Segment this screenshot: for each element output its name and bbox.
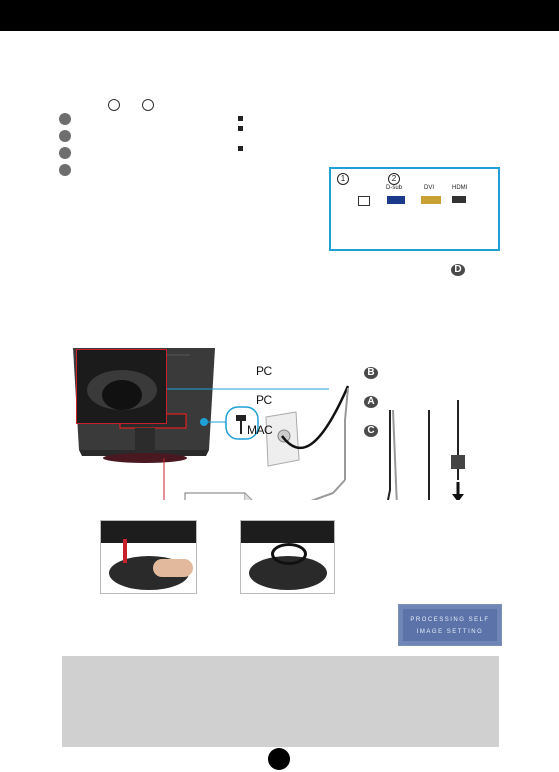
port-group-number-2: 2 <box>388 173 400 185</box>
cable-tidy-photo-1 <box>100 520 197 594</box>
step-dot-1 <box>59 113 71 125</box>
cable-tidy-photo-2 <box>240 520 335 594</box>
screen-message-line-1: PROCESSING SELF <box>410 617 490 623</box>
bullet-2 <box>238 126 243 131</box>
note-box <box>62 656 499 747</box>
page-number-badge <box>268 748 290 770</box>
cable-badge-c: C <box>364 425 378 437</box>
step-dot-4 <box>59 164 71 176</box>
screen-message-line-2: IMAGE SETTING <box>416 629 484 635</box>
processing-self-image-setting-screen: PROCESSING SELF IMAGE SETTING <box>398 604 502 646</box>
header-bar <box>0 0 559 31</box>
cable-holder-photo <box>76 349 167 424</box>
step-dot-3 <box>59 147 71 159</box>
circle-marker-2 <box>142 99 154 111</box>
pc-label-1: PC <box>256 364 272 378</box>
port-group-number-1: 1 <box>337 173 349 185</box>
dsub-port-label: D-sub <box>386 185 403 191</box>
dvi-port-label: DVI <box>424 185 435 191</box>
cable-badge-a: A <box>364 396 378 408</box>
pc-label-2: PC <box>256 393 272 407</box>
hdmi-port-label: HDMI <box>452 185 468 191</box>
bullet-1 <box>238 116 243 121</box>
power-port-icon <box>358 196 370 206</box>
bullet-3 <box>238 146 243 151</box>
connector-panel: 1 2 D-sub DVI HDMI <box>329 167 500 251</box>
pc-tower <box>184 492 246 500</box>
hdmi-port-icon <box>452 196 466 203</box>
circle-marker-1 <box>108 99 120 111</box>
cable-badge-b: B <box>364 367 378 379</box>
dsub-port-icon <box>387 196 405 204</box>
step-dot-2 <box>59 130 71 142</box>
mac-label: MAC <box>247 423 273 437</box>
cable-badge-d: D <box>451 264 465 276</box>
dvi-port-icon <box>421 196 441 204</box>
